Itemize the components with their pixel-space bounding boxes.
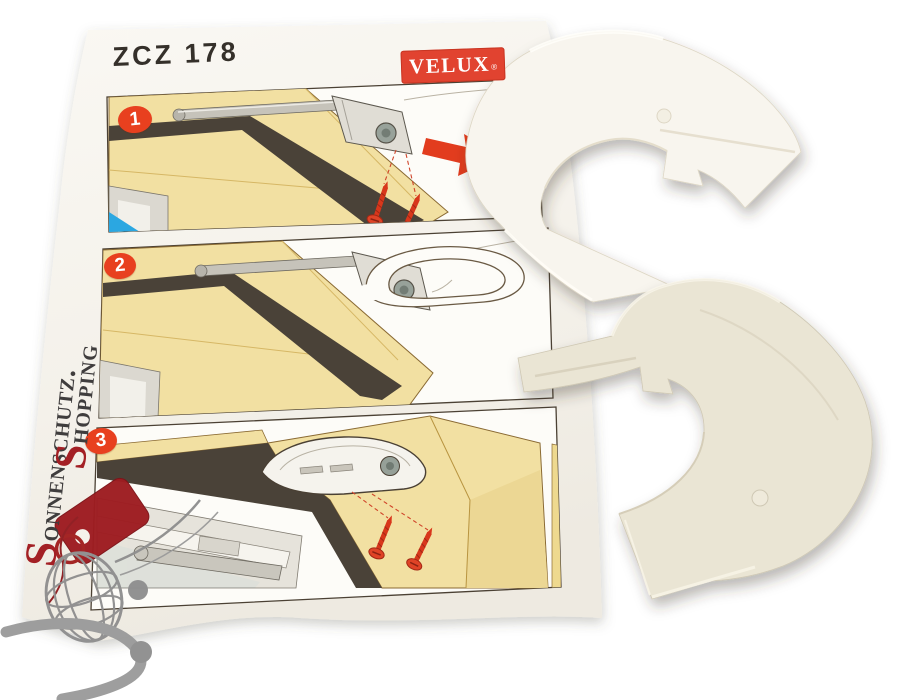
panel-1-gasket xyxy=(109,116,424,232)
model-code-label: ZCZ 178 xyxy=(112,36,240,72)
cart-handle-line-2 xyxy=(119,511,219,576)
instruction-leaflet xyxy=(22,21,602,641)
velux-logo-text: VELUX xyxy=(408,51,491,79)
shopping-cart-globe-icon xyxy=(44,551,124,643)
panel-2-gasket xyxy=(103,271,402,400)
registered-mark: ® xyxy=(490,61,498,72)
velux-logo: VELUX ® xyxy=(400,47,506,84)
tag-string-ring xyxy=(54,533,86,565)
cart-swoosh xyxy=(0,618,147,700)
panel-3-illustration xyxy=(96,415,561,589)
handle-cover-white xyxy=(465,29,802,303)
panel-2-cover-outline xyxy=(365,245,525,308)
panel-3-gasket xyxy=(97,443,382,588)
watermark-graphics xyxy=(0,477,219,700)
panel-2-illustration xyxy=(99,235,549,418)
handle-cover-cream xyxy=(517,278,873,600)
cart-wheel-bottom xyxy=(130,641,152,663)
panel-1-glass xyxy=(109,212,140,232)
cart-wheel-top xyxy=(128,580,148,600)
cart-handle-line xyxy=(114,499,201,564)
